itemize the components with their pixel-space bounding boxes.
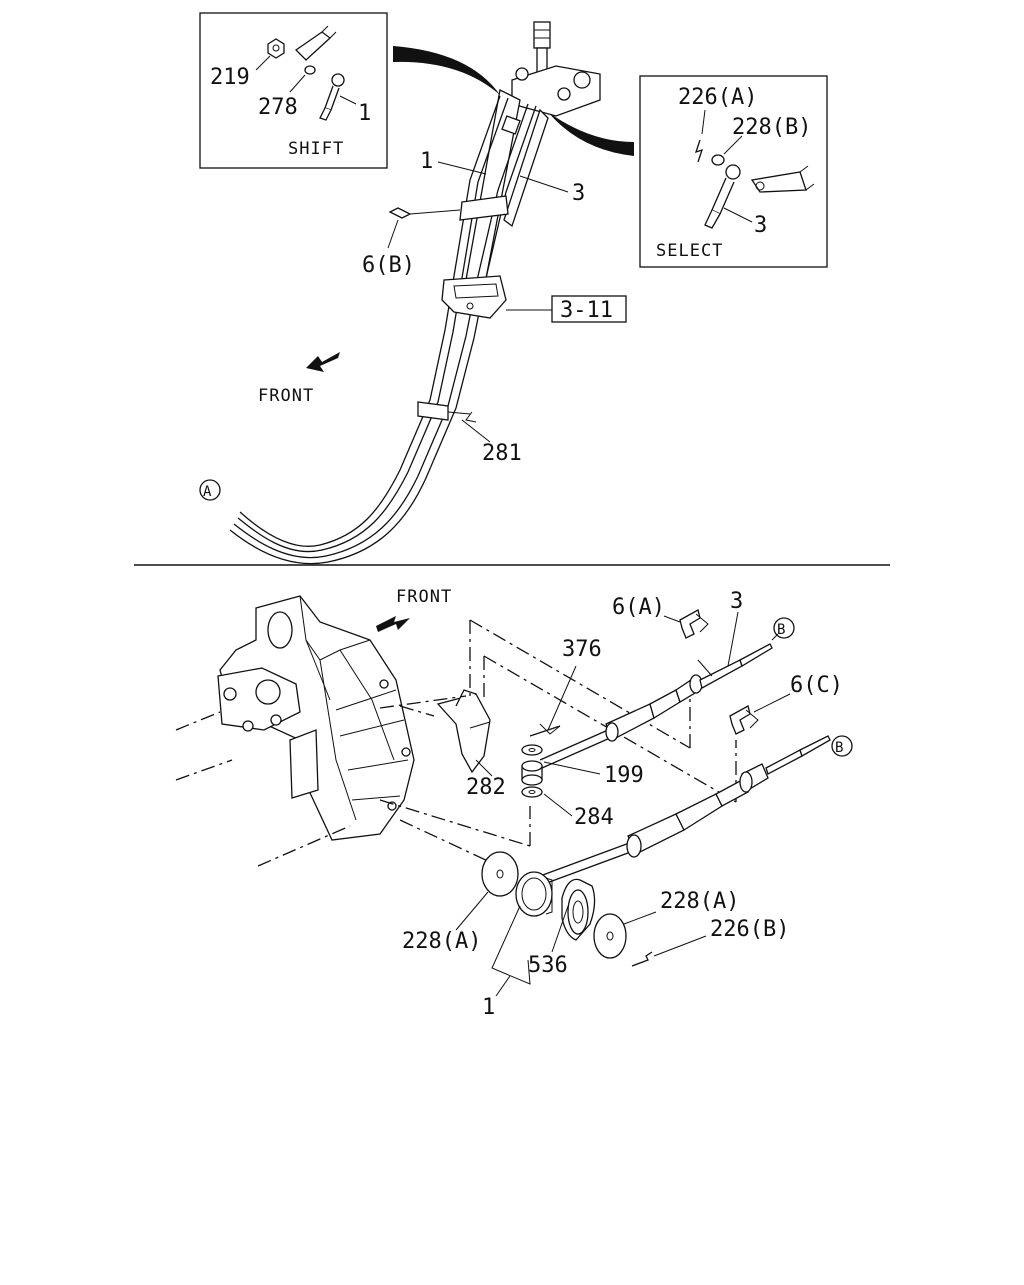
label-3-top: 3 <box>572 181 585 206</box>
shifter-stalk-top <box>533 21 551 49</box>
label-278: 278 <box>258 95 298 120</box>
cables-top <box>229 95 537 565</box>
front-arrow-bottom <box>376 616 410 632</box>
label-281: 281 <box>482 441 522 466</box>
bracket-282: 282 <box>436 689 506 800</box>
washer-228a-right <box>593 913 627 959</box>
callout-shift-pointer <box>393 46 500 95</box>
shift-lever-arm <box>294 31 332 61</box>
label-219: 219 <box>210 65 250 90</box>
washer-228b <box>711 154 725 166</box>
label-226a: 226(A) <box>678 85 757 110</box>
clip-6b: 6(B) <box>362 195 509 278</box>
washer-upper <box>521 744 543 756</box>
clip-6c: 6(C) <box>729 673 843 735</box>
clip-6a-part <box>679 609 701 639</box>
caption-shift: SHIFT <box>288 139 344 159</box>
label-circle-b-upper: B <box>777 622 785 638</box>
washer-228a-left <box>481 851 519 897</box>
clip-6c-part <box>729 705 751 735</box>
label-3-11: 3-11 <box>560 298 613 323</box>
label-199: 199 <box>604 763 644 788</box>
label-226b: 226(B) <box>710 917 789 942</box>
ref-box-3-11 <box>551 295 627 323</box>
label-3-bottom: 3 <box>730 589 743 614</box>
clip-226a <box>694 139 704 163</box>
front-indicator-top: FRONT <box>258 352 340 406</box>
washer-284 <box>521 786 543 798</box>
label-228a-left: 228(A) <box>402 929 481 954</box>
cable-clamp <box>417 401 449 421</box>
label-front-top: FRONT <box>258 386 314 406</box>
inset-select-frame <box>639 75 828 268</box>
caption-select: SELECT <box>656 241 723 261</box>
cable-end-3 <box>711 177 735 215</box>
label-1-bottom: 1 <box>482 995 495 1020</box>
label-6b: 6(B) <box>362 253 415 278</box>
cable-1-assembly: B <box>539 735 853 885</box>
pin-376: 376 <box>529 637 602 737</box>
bell-housing <box>219 595 415 841</box>
label-1-top: 1 <box>420 149 433 174</box>
clip-6b-part <box>388 207 412 219</box>
label-284: 284 <box>574 805 614 830</box>
ref-circle-b-upper <box>773 617 795 639</box>
clamp-281: 281 <box>417 401 522 466</box>
front-arrow-top <box>306 352 340 372</box>
label-circle-a: A <box>203 484 212 500</box>
shifter-assembly <box>461 21 601 311</box>
label-circle-b-lower: B <box>835 740 843 756</box>
washer-278 <box>304 65 316 75</box>
mount-tab <box>289 729 319 799</box>
select-cable-3 <box>233 103 529 559</box>
label-1-shift: 1 <box>358 101 371 126</box>
ball-joint-1 <box>331 73 345 87</box>
label-6a: 6(A) <box>612 595 665 620</box>
label-228b: 228(B) <box>732 115 811 140</box>
label-536: 536 <box>528 953 568 978</box>
bracket-3-11: 3-11 <box>441 275 627 323</box>
transmission-case <box>217 595 415 841</box>
front-indicator-bottom: FRONT <box>376 587 452 632</box>
cable-3-assembly: 3 B <box>539 589 795 769</box>
washer-stack: 199 284 <box>521 744 644 830</box>
ref-circle-a <box>199 479 221 501</box>
leader-1-bracket <box>491 905 531 985</box>
shift-cable-1 <box>239 95 501 547</box>
callout-select-pointer <box>548 112 634 156</box>
label-282: 282 <box>466 775 506 800</box>
label-376: 376 <box>562 637 602 662</box>
inset-shift: 219 278 1 SHIFT <box>199 12 388 169</box>
cable-bracket-282 <box>436 693 491 774</box>
inset-select: 226(A) 228(B) 3 SELECT <box>639 75 828 268</box>
label-6c: 6(C) <box>790 673 843 698</box>
label-3-select: 3 <box>754 213 767 238</box>
clip-226b <box>631 951 653 967</box>
pin-376-part <box>529 725 561 737</box>
grommet-parts: 228(A) 536 228(A) 226(B) 1 <box>402 851 789 1020</box>
label-228a-right: 228(A) <box>660 889 739 914</box>
nut-219 <box>267 38 285 59</box>
label-front-bottom: FRONT <box>396 587 452 607</box>
ref-circle-b-lower <box>831 735 853 757</box>
clip-6a: 6(A) <box>612 595 709 639</box>
inset-shift-frame <box>199 12 388 169</box>
cable-end-3-eye <box>725 164 741 180</box>
